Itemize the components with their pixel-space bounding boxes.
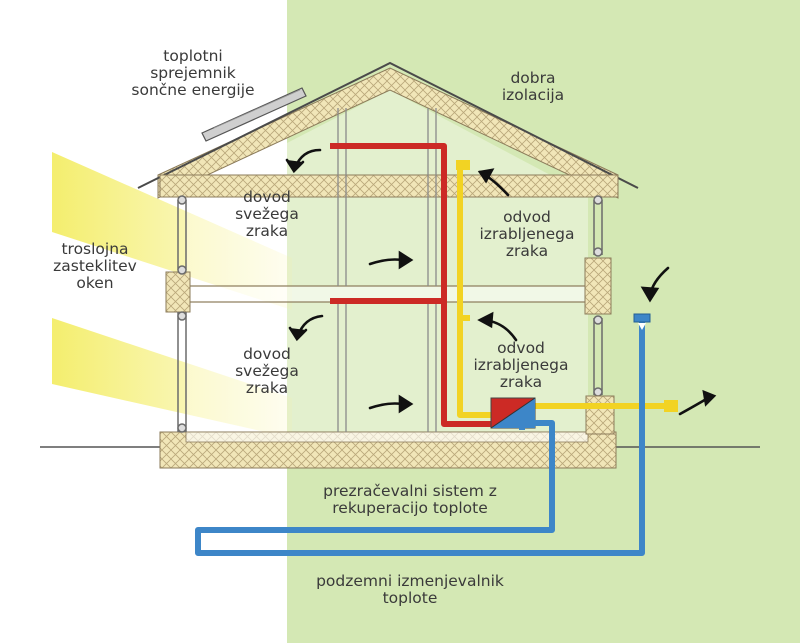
middle-floor-insulation-right bbox=[584, 257, 612, 315]
attic-interior bbox=[186, 90, 588, 195]
air-intake-cap-icon bbox=[633, 313, 651, 330]
airflow-arrow-room-upper bbox=[368, 250, 414, 270]
airflow-arrow-lower-right bbox=[477, 311, 518, 342]
background-right bbox=[287, 0, 800, 643]
airflow-arrow-room-lower bbox=[368, 394, 414, 414]
airflow-arrow-lower-left bbox=[288, 314, 324, 342]
sunlight-beam-upper bbox=[52, 152, 292, 310]
exhaust-outlet-end bbox=[664, 400, 678, 412]
left-wall-windows bbox=[177, 195, 187, 433]
roof-edge bbox=[137, 61, 639, 189]
label-fresh-air-supply-lower: dovod svežega zraka bbox=[235, 345, 299, 397]
exhaust-air-duct bbox=[457, 165, 668, 418]
airflow-arrow-exhaust-out bbox=[678, 389, 717, 416]
background-left bbox=[0, 0, 287, 643]
interior-posts bbox=[337, 108, 437, 432]
floor-slab bbox=[185, 431, 589, 443]
label-good-insulation: dobra izolacija bbox=[501, 69, 565, 104]
right-wall-windows bbox=[593, 195, 603, 397]
airflow-arrow-upper-right bbox=[477, 168, 510, 197]
fresh-air-duct bbox=[330, 143, 500, 427]
sunlight-beam-lower bbox=[52, 318, 292, 438]
label-ground-heat-exchanger: podzemni izmenjevalnik toplote bbox=[316, 572, 504, 607]
ground-heat-exchanger-pipe bbox=[195, 318, 645, 556]
label-exhaust-air-lower: odvod izrabljenega zraka bbox=[473, 339, 569, 391]
label-ventilation-system: prezračevalni sistem z rekuperacijo topl… bbox=[323, 482, 497, 517]
middle-floor-insulation-left bbox=[165, 271, 191, 313]
label-exhaust-air-upper: odvod izrabljenega zraka bbox=[479, 208, 575, 260]
exhaust-duct-end-upper bbox=[456, 160, 470, 170]
house-interior bbox=[186, 195, 588, 435]
right-wall-lower-insulation bbox=[585, 395, 615, 435]
label-solar-collector: toplotni sprejemnik sončne energije bbox=[131, 47, 255, 99]
solar-collector-icon bbox=[201, 87, 307, 142]
label-fresh-air-supply-upper: dovod svežega zraka bbox=[235, 188, 299, 240]
airflow-arrow-intake bbox=[640, 266, 670, 303]
airflow-arrow-icon bbox=[285, 148, 717, 416]
airflow-arrow-upper-left bbox=[285, 148, 322, 174]
label-triple-glazing: troslojna zasteklitev oken bbox=[53, 240, 137, 292]
